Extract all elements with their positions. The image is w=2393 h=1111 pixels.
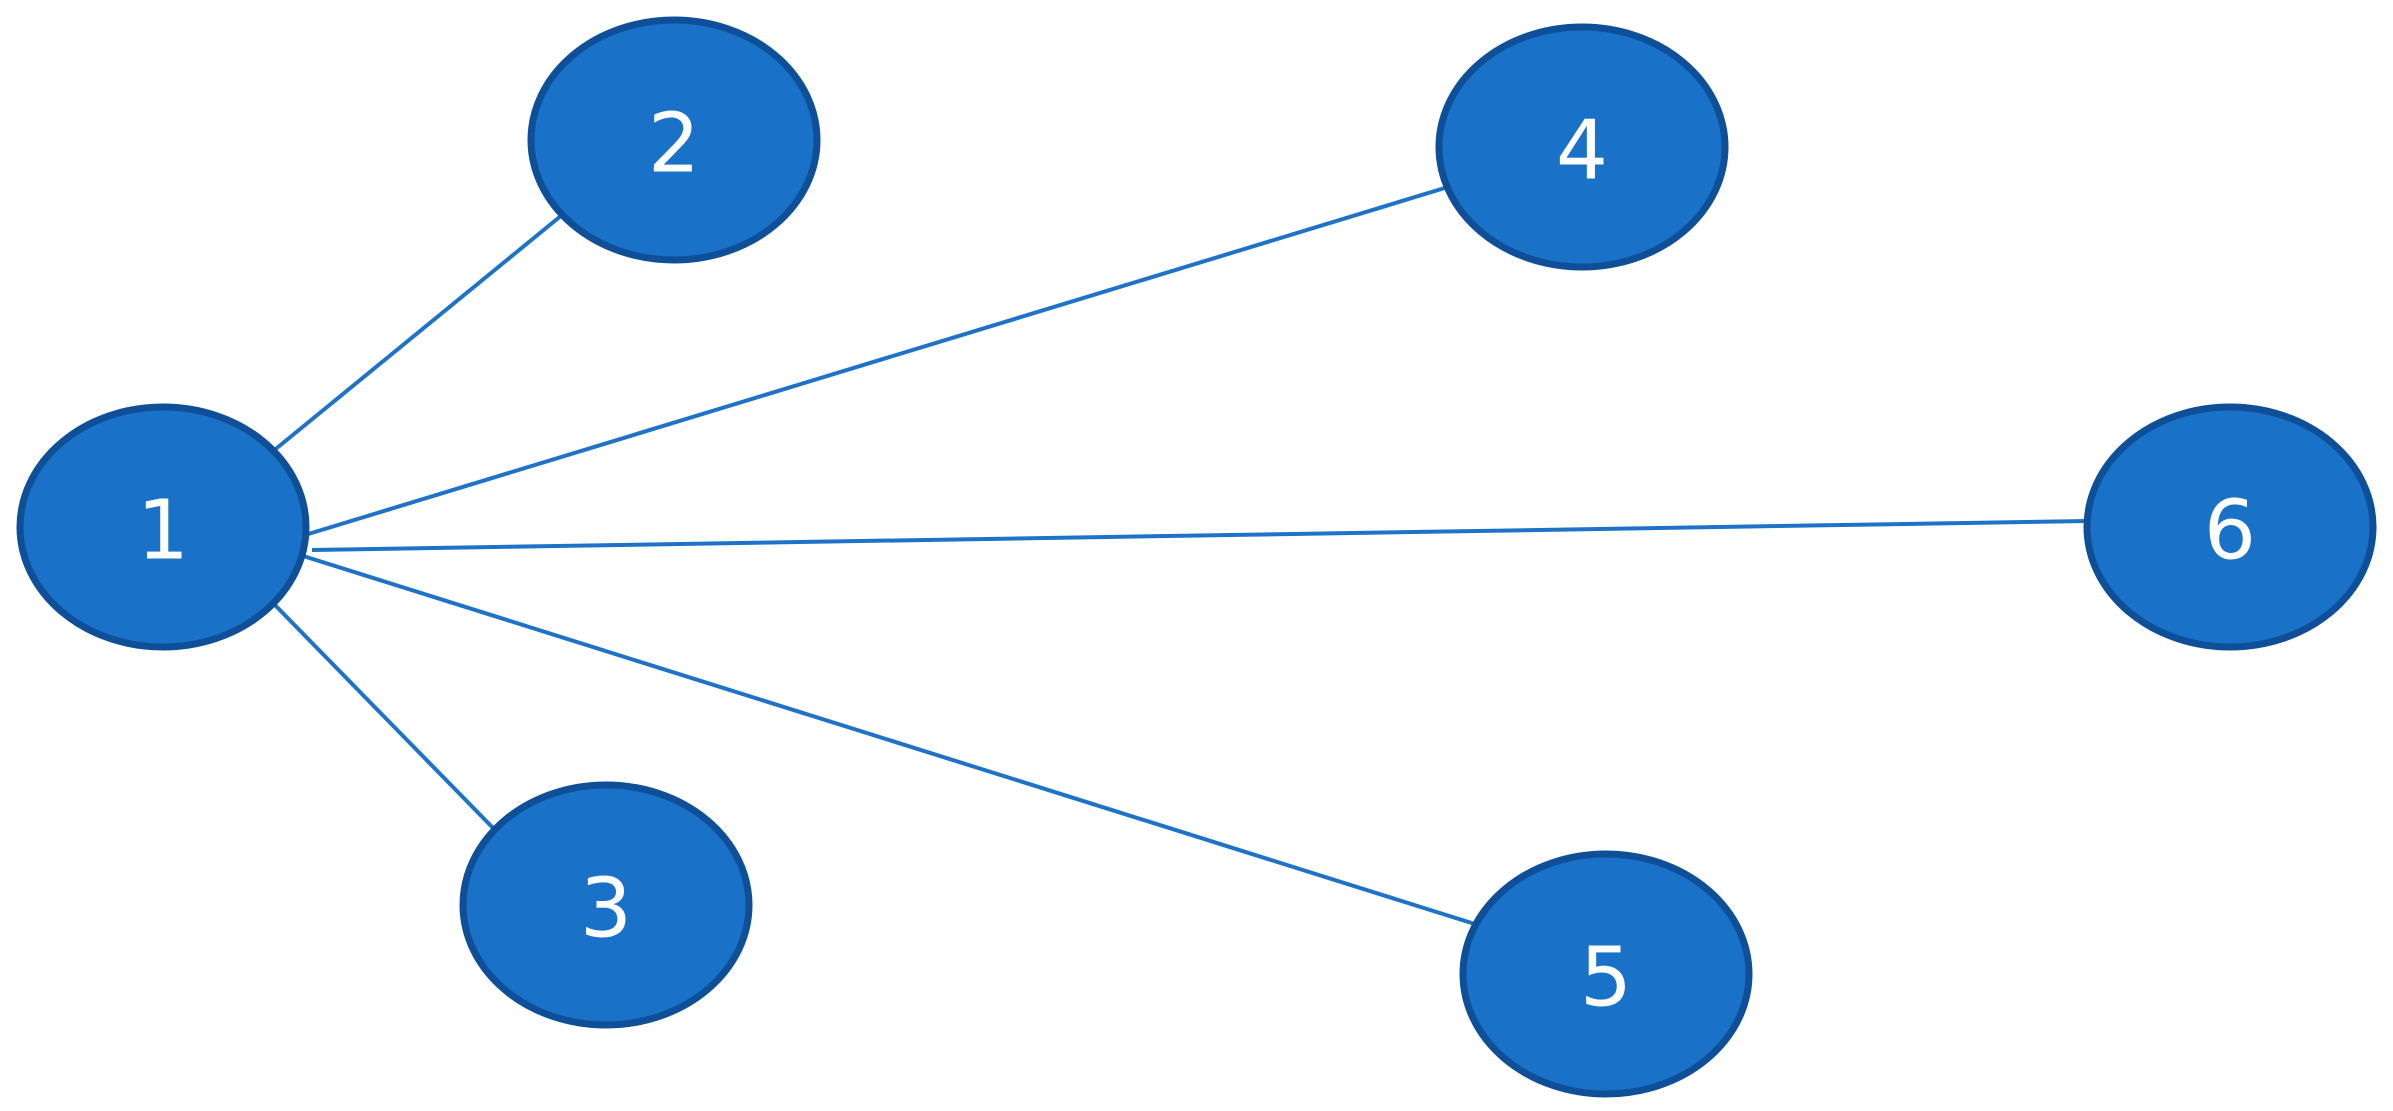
- node-5: 5: [1459, 850, 1753, 1098]
- node-ellipse: [1435, 23, 1729, 271]
- node-label: 3: [580, 862, 632, 957]
- node-1: 1: [16, 403, 310, 651]
- node-label: 6: [2204, 484, 2256, 579]
- node-ellipse: [459, 781, 753, 1029]
- edge-1-2: [270, 213, 564, 454]
- edges-layer: [270, 185, 2089, 927]
- edge-1-5: [299, 553, 1479, 927]
- node-2: 2: [527, 16, 821, 264]
- node-label: 1: [137, 484, 189, 579]
- node-ellipse: [2083, 403, 2377, 651]
- nodes-layer: 1 2 3 4 5 6: [16, 16, 2377, 1098]
- node-ellipse: [527, 16, 821, 264]
- node-label: 2: [648, 97, 700, 192]
- node-label: 4: [1556, 104, 1608, 199]
- edge-1-3: [270, 600, 497, 832]
- node-ellipse: [16, 403, 310, 651]
- node-6: 6: [2083, 403, 2377, 651]
- node-3: 3: [459, 781, 753, 1029]
- node-4: 4: [1435, 23, 1729, 271]
- node-ellipse: [1459, 850, 1753, 1098]
- node-label: 5: [1580, 931, 1632, 1026]
- edge-1-4: [304, 185, 1449, 537]
- edge-1-6: [311, 519, 2089, 552]
